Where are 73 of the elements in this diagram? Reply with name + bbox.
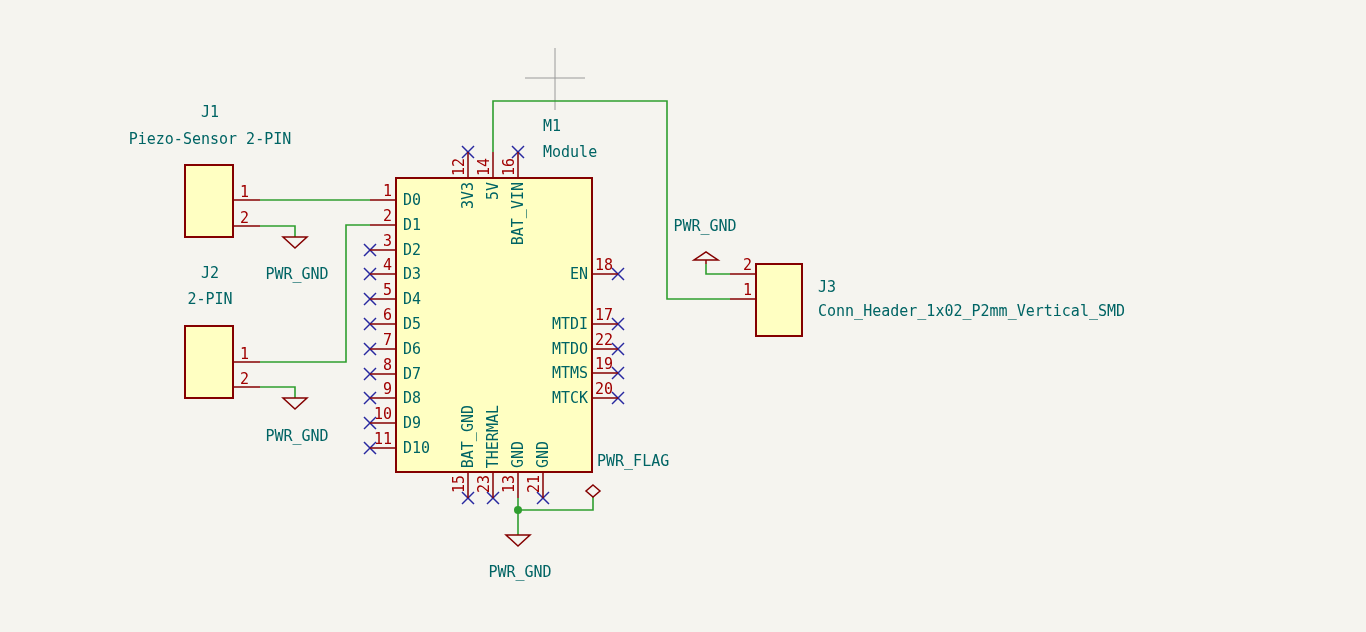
pin-name: GND (509, 440, 527, 468)
pin-number: 2 (240, 370, 250, 388)
pin-number: 17 (595, 306, 614, 324)
pin-name: 3V3 (459, 182, 477, 210)
pin-name: D0 (403, 191, 422, 209)
wire (705, 263, 731, 275)
pin-number: 2 (240, 209, 250, 227)
pin-name: D2 (403, 241, 422, 259)
pin-name: MTDO (551, 340, 588, 358)
pin-name: D3 (403, 265, 422, 283)
pin-number: 21 (525, 475, 543, 494)
net-label: PWR_FLAG (597, 452, 670, 470)
pin-name: EN (569, 265, 588, 283)
net-label: PWR_GND (265, 427, 329, 445)
wire (517, 497, 519, 536)
value-label: 2-PIN (187, 290, 233, 308)
pin-number: 10 (373, 405, 392, 423)
pin-number: 15 (450, 475, 468, 494)
pin-name: BAT_VIN (509, 182, 527, 246)
pin-number: 2 (742, 256, 752, 274)
pin-number: 11 (373, 430, 392, 448)
pin-name: D10 (403, 439, 431, 457)
pin-number: 13 (500, 475, 518, 494)
wire (259, 386, 296, 399)
wire (259, 199, 371, 201)
net-label: PWR_GND (673, 217, 737, 235)
pin-name: MTMS (551, 364, 588, 382)
wire (259, 224, 371, 363)
pin-name: MTCK (551, 389, 588, 407)
pin-name: D6 (403, 340, 422, 358)
pin-number: 6 (382, 306, 392, 324)
wire (259, 225, 296, 238)
pin-number: 5 (382, 281, 392, 299)
pin-number: 9 (382, 380, 392, 398)
pin-name: D1 (403, 216, 422, 234)
pin-name: THERMAL (484, 404, 502, 468)
pin-name: GND (534, 440, 552, 468)
pin-name: D9 (403, 414, 422, 432)
net-label: PWR_GND (265, 265, 329, 283)
pin-name: D4 (403, 290, 422, 308)
pin-name: D7 (403, 365, 422, 383)
pin-number: 4 (382, 256, 392, 274)
pin-name: MTDI (551, 315, 588, 333)
net-label: PWR_GND (488, 563, 552, 581)
reference-label: J3 (818, 278, 837, 296)
pin-number: 1 (240, 345, 250, 363)
pin-number: 14 (475, 157, 493, 176)
pin-number: 1 (742, 281, 752, 299)
pin-number: 20 (595, 380, 614, 398)
pin-name: BAT_GND (459, 404, 477, 468)
pin-number: 8 (382, 356, 392, 374)
value-label: Module (543, 143, 598, 161)
pin-name: D5 (403, 315, 422, 333)
pin-number: 3 (382, 232, 392, 250)
pin-number: 22 (595, 331, 614, 349)
pin-number: 12 (450, 157, 468, 176)
pin-number: 7 (382, 331, 392, 349)
pin-name: D8 (403, 389, 422, 407)
reference-label: J2 (200, 264, 220, 282)
pin-number: 23 (475, 475, 493, 494)
pin-number: 1 (382, 182, 392, 200)
pin-number: 16 (500, 157, 518, 176)
pin-name: 5V (484, 182, 502, 201)
value-label: Piezo-Sensor 2-PIN (128, 130, 292, 148)
reference-label: J1 (200, 103, 220, 121)
wire (514, 496, 594, 514)
pin-number: 19 (595, 355, 614, 373)
wire (492, 100, 731, 300)
pin-number: 1 (240, 183, 250, 201)
value-label: Conn_Header_1x02_P2mm_Vertical_SMD (818, 302, 1126, 320)
reference-label: M1 (543, 117, 562, 135)
pin-number: 18 (595, 256, 614, 274)
pin-number: 2 (382, 207, 392, 225)
